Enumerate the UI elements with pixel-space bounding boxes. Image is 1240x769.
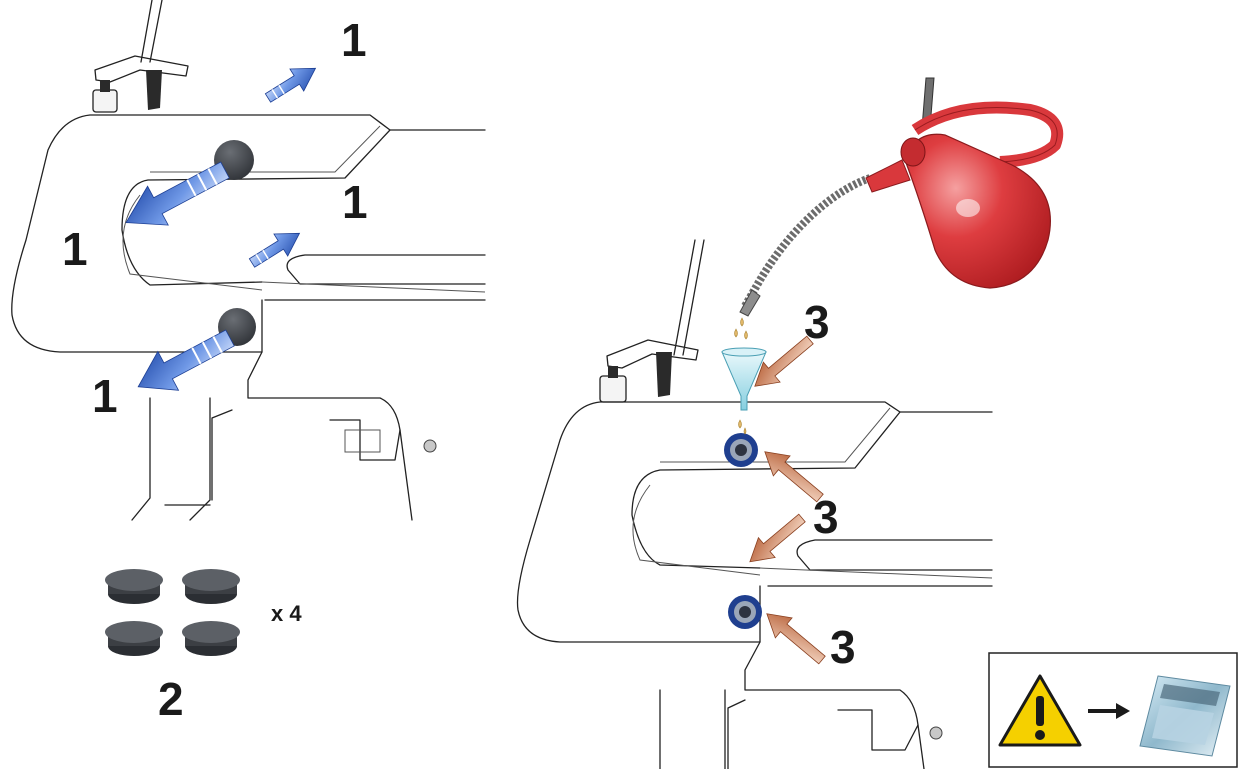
step3-label-bottom: 3: [830, 621, 856, 673]
upper-bearing-icon: [724, 433, 758, 467]
right-lower-body: [745, 586, 924, 769]
step1-label-left: 1: [62, 223, 88, 275]
step1-label-bottom: 1: [92, 370, 118, 422]
orange-arrow-icon: [742, 508, 811, 572]
quantity-label: x 4: [271, 601, 302, 626]
rubber-cap-icon: [105, 569, 163, 604]
step1-label-middle: 1: [342, 176, 368, 228]
right-saw-drawing: [518, 240, 993, 769]
right-drive-rod: [674, 240, 695, 355]
rubber-cap-icon: [105, 621, 163, 656]
step3-label-top: 3: [804, 296, 830, 348]
blue-arrow-icon: [128, 319, 240, 407]
lower-bearing-icon: [728, 595, 762, 629]
step3-label-middle: 3: [813, 491, 839, 543]
orange-arrow-icon: [758, 604, 830, 670]
left-work-table: [287, 255, 485, 284]
left-drive-rod: [141, 0, 152, 62]
step1-label-top: 1: [341, 14, 367, 66]
right-blade-clamp: [600, 340, 698, 402]
notice-box: [989, 653, 1237, 767]
step2-label: 2: [158, 673, 184, 725]
blue-arrow-icon: [261, 57, 322, 109]
rubber-caps: [105, 569, 240, 656]
right-work-table: [797, 540, 992, 570]
blue-arrow-icon: [116, 151, 236, 242]
blue-arrow-icon: [245, 222, 306, 274]
rubber-cap-icon: [182, 621, 240, 656]
oil-can-icon: [740, 78, 1057, 316]
left-blade-clamp: [93, 56, 188, 112]
left-lower-body: [248, 300, 412, 520]
step1-arrows: [116, 57, 323, 406]
rubber-cap-icon: [182, 569, 240, 604]
